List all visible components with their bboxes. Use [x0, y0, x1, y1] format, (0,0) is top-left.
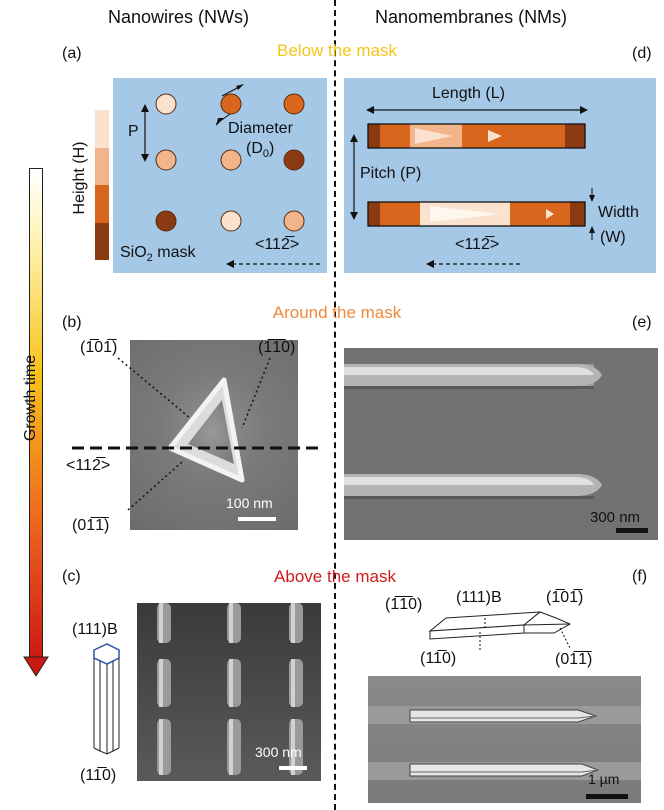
pitch-label-d: Pitch (P)	[360, 165, 422, 182]
direction-label-b: <112̅>	[66, 457, 111, 474]
direction-label-d: <112̅>	[455, 236, 500, 253]
sio2-mask-label: SiO2 mask	[120, 244, 196, 265]
facet-label-f-bottom-left: (1​1̅0)	[420, 650, 457, 667]
scale-label-b: 100 nm	[226, 495, 273, 511]
panel-label-b: (b)	[62, 314, 82, 331]
scale-label-c: 300 nm	[255, 744, 302, 760]
length-label: Length (L)	[432, 85, 505, 102]
w-label: (W)	[600, 229, 626, 246]
facet-label-f-left: (​1̅1̅0)	[385, 596, 423, 613]
stage-around-mask: Around the mask	[272, 303, 402, 322]
width-label: Width	[598, 204, 639, 221]
stage-below-mask: Below the mask	[277, 41, 397, 60]
panel-label-d: (d)	[632, 45, 652, 62]
panel-label-c: (c)	[62, 568, 81, 585]
direction-label-a: <112̅>	[255, 236, 300, 253]
panel-label-f: (f)	[632, 568, 648, 585]
diameter-label: Diameter	[228, 120, 293, 137]
facet-label-b-top-left: (​1̅0​1̅)	[80, 339, 118, 356]
header-nanomembranes: Nanomembranes (NMs)	[375, 7, 568, 27]
growth-time-label: Growth time	[22, 354, 39, 442]
panel-label-e: (e)	[632, 314, 652, 331]
panel-b-sem-image	[130, 340, 298, 530]
height-label: Height (H)	[71, 141, 88, 215]
panel-f-sem-image	[368, 676, 641, 803]
facet-label-c-top: (111)B	[72, 621, 118, 638]
d0-label: (D0)	[246, 140, 275, 161]
panel-divider	[334, 0, 336, 810]
header-nanowires: Nanowires (NWs)	[108, 7, 250, 27]
height-scale-bar	[95, 110, 109, 260]
pitch-label-a: P	[128, 123, 139, 140]
panel-label-a: (a)	[62, 45, 82, 62]
facet-label-f-right: (​1̅0​1̅)	[546, 589, 584, 606]
panel-c-sem-image	[137, 603, 321, 781]
facet-label-f-top: (111)B	[456, 589, 502, 606]
facet-label-b-bottom-left: (0​1̅1̅)	[72, 517, 110, 534]
stage-above-mask: Above the mask	[274, 567, 396, 586]
facet-label-b-top-right: (​1̅1̅0)	[258, 339, 296, 356]
panel-e-sem-image	[344, 348, 658, 540]
scale-label-f: 1 µm	[588, 771, 620, 787]
facet-label-f-bottom-right: (0​1̅1̅)	[555, 651, 593, 668]
scale-label-e: 300 nm	[590, 509, 641, 526]
facet-label-c-bottom: (1​1̅0)	[80, 767, 117, 784]
